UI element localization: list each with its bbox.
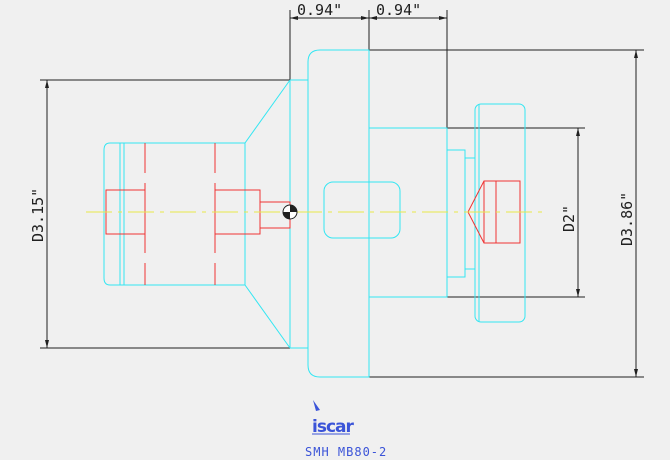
dim-label-pilot-diameter: D2" (560, 205, 578, 232)
arrow-head (439, 16, 447, 20)
key-block (446, 149, 466, 278)
hidden-drill-point (467, 180, 521, 244)
dim-label-length-right: 0.94" (376, 1, 421, 19)
arrow-head (369, 16, 377, 20)
dim-label-flange-diameter: D3.86" (618, 192, 636, 246)
dimension-lines (40, 10, 644, 378)
key-step (464, 157, 476, 270)
logo-text: iscar (312, 417, 354, 437)
arrow-head (361, 16, 369, 20)
pilot-body (474, 103, 526, 323)
flange-slot (323, 181, 401, 239)
taper-edge-bottom (244, 284, 291, 349)
arrow-head (290, 16, 298, 20)
taper-edge-top (244, 79, 291, 144)
iscar-logo: iscar (312, 400, 355, 437)
part-outline (103, 49, 526, 378)
arrow-head (634, 369, 638, 377)
dim-label-length-left: 0.94" (297, 1, 342, 19)
center-mark-icon (282, 204, 298, 220)
drawing-caption: SMH MB80-2 (305, 445, 387, 459)
shank-body (103, 142, 246, 286)
arrow-head (576, 289, 580, 297)
arrow-head (45, 80, 49, 88)
arrow-head (576, 128, 580, 136)
flange-body (307, 49, 370, 378)
arrow-head (634, 50, 638, 58)
dim-label-shank-diameter: D3.15" (29, 188, 47, 242)
logo-mark (313, 400, 320, 411)
arrow-head (45, 340, 49, 348)
hidden-detail (105, 143, 521, 285)
